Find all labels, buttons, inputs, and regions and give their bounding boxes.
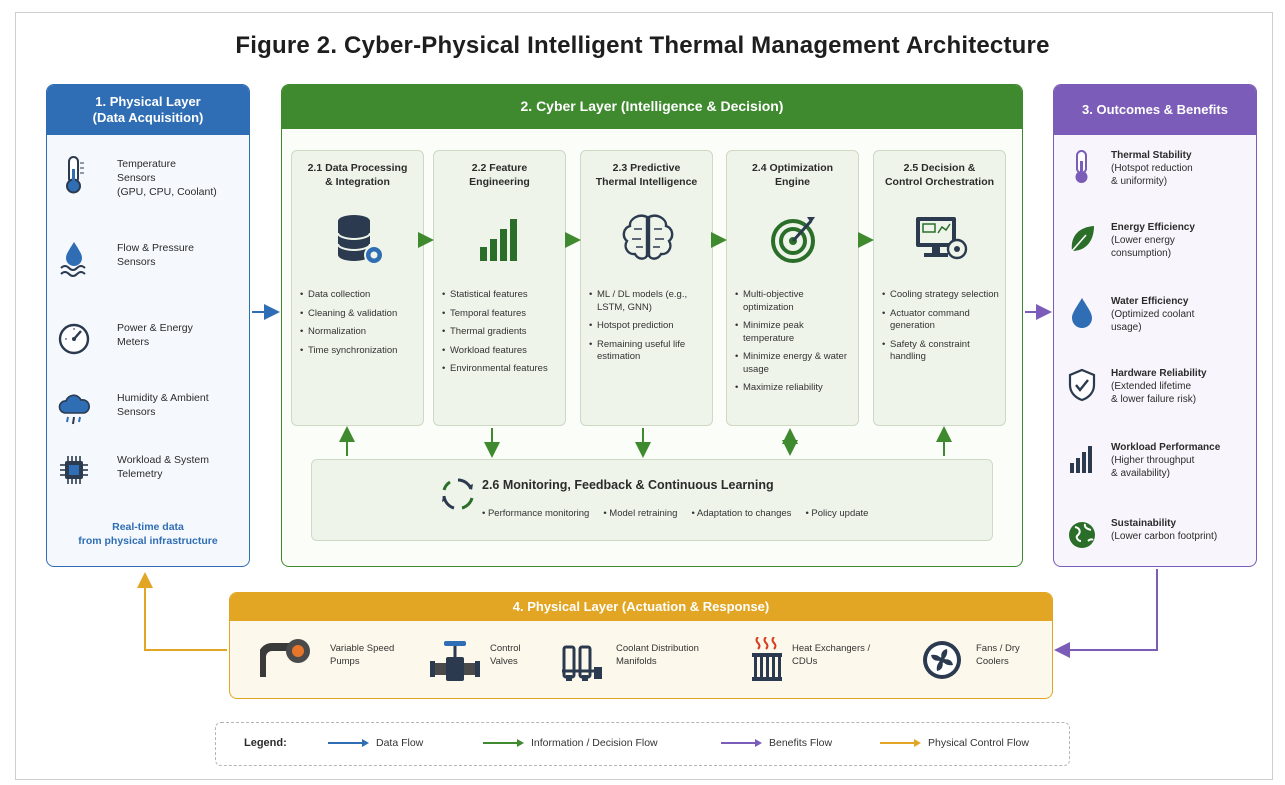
module-bullets: Data collectionCleaning & validationNorm… — [300, 289, 422, 363]
legend-arrow — [328, 739, 369, 747]
valve-icon — [430, 641, 480, 681]
benefit-text: Sustainability(Lower carbon footprint) — [1111, 518, 1218, 542]
legend-arrow — [880, 739, 921, 747]
legend-arrow — [721, 739, 762, 747]
cloud-rain-icon — [58, 394, 90, 425]
refresh-cycle-icon — [442, 478, 474, 510]
module-bullets: Statistical featuresTemporal featuresThe… — [442, 289, 564, 382]
actuator-label: Heat Exchangers /CDUs — [792, 643, 871, 667]
actuator-heat-exchangers: Heat Exchangers /CDUs — [750, 635, 920, 687]
monitor-gear-icon — [916, 217, 968, 260]
benefit-text: Hardware Reliability(Extended lifetime& … — [1111, 368, 1207, 405]
thermometer-icon — [1075, 150, 1088, 183]
arrow-actuation-to-physical — [137, 572, 227, 651]
chip-icon — [60, 456, 88, 484]
gauge-icon — [58, 323, 90, 355]
benefit-hardware-reliability: Hardware Reliability(Extended lifetime& … — [1054, 363, 1258, 427]
module-data-processing: 2.1 Data Processing& Integration Data co… — [291, 150, 424, 426]
physical-layer-subtitle: (Data Acquisition) — [92, 110, 204, 125]
target-icon — [771, 217, 815, 263]
water-flow-icon — [60, 242, 86, 277]
benefit-workload-performance: Workload Performance(Higher throughput& … — [1054, 437, 1258, 501]
monitoring-title: 2.6 Monitoring, Feedback & Continuous Le… — [482, 478, 774, 492]
water-drop-icon — [1072, 298, 1092, 328]
brain-icon — [622, 214, 674, 260]
module-bullets: Cooling strategy selectionActuator comma… — [882, 289, 1004, 370]
benefit-text: Workload Performance(Higher throughput& … — [1111, 442, 1221, 479]
module-bullets: Multi-objective optimizationMinimize pea… — [735, 289, 857, 401]
shield-check-icon — [1068, 368, 1096, 402]
legend: Legend: Data Flow Information / Decision… — [215, 722, 1070, 766]
module-title: 2.1 Data Processing& Integration — [307, 162, 408, 188]
pump-icon — [260, 639, 310, 677]
arrow-outcomes-to-actuation — [1054, 569, 1158, 658]
figure-title: Figure 2. Cyber-Physical Intelligent The… — [235, 32, 1050, 59]
fan-icon — [923, 641, 961, 679]
legend-arrow — [483, 739, 524, 747]
monitoring-items: • Performance monitoring• Model retraini… — [482, 508, 869, 519]
module-title: 2.5 Decision &Control Orchestration — [884, 162, 995, 188]
physical-layer-title: 1. Physical Layer — [95, 93, 201, 109]
bar-chart-icon — [480, 219, 517, 261]
manifold-icon — [562, 645, 602, 681]
outcomes-header: 3. Outcomes & Benefits — [1054, 85, 1256, 135]
physical-layer-header: 1. Physical Layer (Data Acquisition) — [47, 85, 249, 135]
bar-chart-icon — [1070, 446, 1092, 473]
thermometer-icon — [66, 156, 84, 194]
leaf-icon — [1071, 226, 1094, 252]
figure-frame — [15, 12, 1273, 780]
benefit-text: Thermal Stability(Hotspot reduction& uni… — [1111, 150, 1193, 187]
actuation-layer-panel: 4. Physical Layer (Actuation & Response)… — [229, 592, 1053, 699]
heat-exchanger-icon — [752, 637, 782, 681]
module-decision-control: 2.5 Decision &Control Orchestration Cool… — [873, 150, 1006, 426]
actuation-layer-header: 4. Physical Layer (Actuation & Response) — [230, 593, 1052, 621]
benefit-thermal-stability: Thermal Stability(Hotspot reduction& uni… — [1054, 145, 1258, 209]
outcomes-panel: 3. Outcomes & Benefits Thermal Stability… — [1053, 84, 1257, 567]
monitoring-feedback-box: 2.6 Monitoring, Feedback & Continuous Le… — [311, 459, 993, 541]
cyber-layer-header: 2. Cyber Layer (Intelligence & Decision) — [282, 85, 1022, 129]
physical-layer-panel: 1. Physical Layer (Data Acquisition) Tem… — [46, 84, 250, 567]
legend-title: Legend: — [244, 737, 287, 749]
globe-icon — [1069, 522, 1095, 548]
database-gear-icon — [337, 215, 384, 265]
benefit-sustainability: Sustainability(Lower carbon footprint) — [1054, 513, 1258, 577]
module-bullets: ML / DL models (e.g., LSTM, GNN)Hotspot … — [589, 289, 711, 370]
